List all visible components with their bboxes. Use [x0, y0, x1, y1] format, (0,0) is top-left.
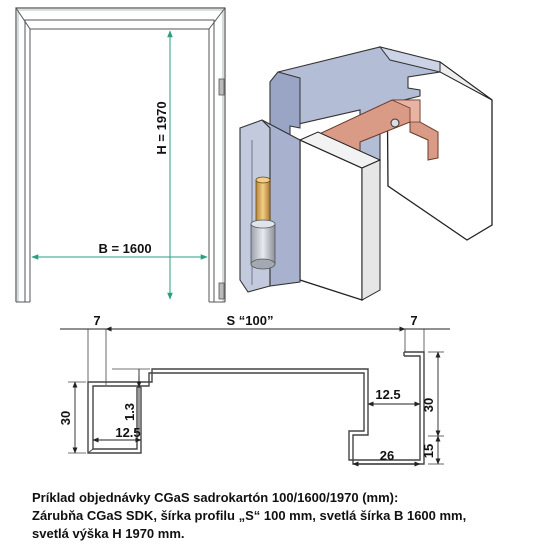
- frame-elevation: H = 1970 B = 1600: [15, 7, 226, 303]
- frame-width-label: B = 1600: [98, 241, 151, 256]
- dim-12-5-right: 12.5: [375, 387, 400, 402]
- profile-cross-section: S “100” 7 7 30 1.3 12.5 12.5 26 30 15: [58, 313, 450, 467]
- caption-line-2: Zárubňa CGaS SDK, šírka profilu „S“ 100 …: [32, 508, 467, 523]
- dim-12-5-left: 12.5: [115, 425, 140, 440]
- hinge-mark-upper: [218, 78, 225, 96]
- order-example-caption: Príklad objednávky CGaS sadrokartón 100/…: [32, 489, 542, 543]
- hinge-pin-icon: [250, 176, 276, 270]
- profile-width-label: S “100”: [227, 313, 274, 328]
- dim-15: 15: [421, 444, 436, 458]
- hinge-mark-lower: [218, 282, 225, 300]
- screw-icon: [390, 118, 400, 128]
- profile-outline: [92, 355, 421, 461]
- frame-height-label: H = 1970: [154, 101, 169, 154]
- dim-right-30: 30: [421, 398, 436, 412]
- dim-1-3: 1.3: [122, 403, 137, 421]
- caption-line-3: svetlá výška H 1970 mm.: [32, 526, 185, 541]
- dim-left-7: 7: [93, 313, 100, 328]
- dim-right-7: 7: [410, 313, 417, 328]
- frame-3d-illustration: [239, 46, 493, 301]
- caption-line-1: Príklad objednávky CGaS sadrokartón 100/…: [32, 490, 399, 505]
- dim-26: 26: [380, 448, 394, 463]
- dim-left-30: 30: [58, 411, 73, 425]
